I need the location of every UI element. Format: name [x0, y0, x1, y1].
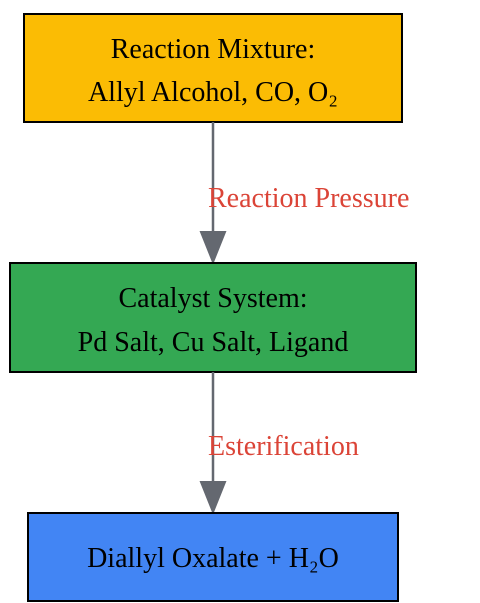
edge-mixture-to-catalyst-arrowhead — [199, 231, 227, 265]
node-reaction-mixture-components: Allyl Alcohol, CO, O₂ — [88, 77, 338, 108]
node-catalyst-system-title: Catalyst System: — [119, 283, 308, 314]
node-catalyst-system-box — [9, 262, 417, 373]
node-product-label: Diallyl Oxalate + H₂O — [87, 543, 339, 574]
edge-catalyst-to-product-arrowhead — [199, 481, 227, 515]
node-reaction-mixture: Reaction Mixture: Allyl Alcohol, CO, O₂ — [23, 13, 403, 123]
edge-label-reaction-pressure: Reaction Pressure — [208, 183, 409, 214]
edge-catalyst-to-product: Esterification — [199, 372, 359, 515]
node-product-box — [27, 512, 399, 602]
node-catalyst-system: Catalyst System: Pd Salt, Cu Salt, Ligan… — [9, 262, 417, 373]
node-reaction-mixture-box — [23, 13, 403, 123]
edge-label-esterification: Esterification — [208, 431, 359, 462]
node-reaction-mixture-title: Reaction Mixture: — [111, 34, 316, 65]
node-product: Diallyl Oxalate + H₂O — [27, 512, 399, 602]
edge-mixture-to-catalyst: Reaction Pressure — [199, 122, 409, 265]
node-catalyst-system-components: Pd Salt, Cu Salt, Ligand — [78, 327, 349, 358]
